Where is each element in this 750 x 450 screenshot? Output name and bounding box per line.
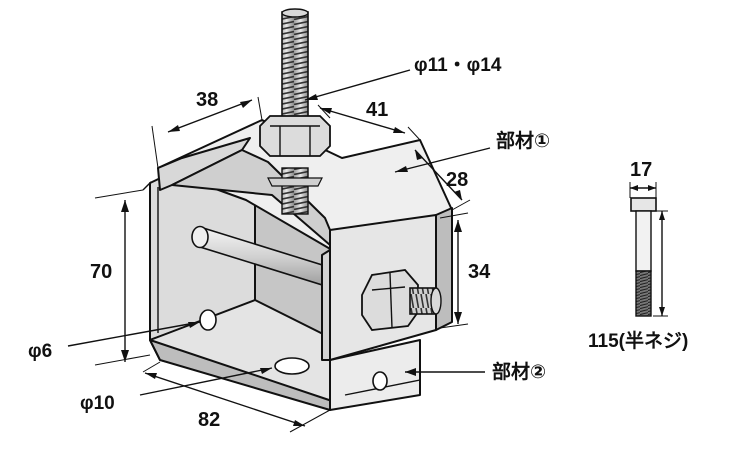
hood-inner-strip [321, 249, 331, 361]
label-rod-diameter: φ11・φ14 [414, 55, 502, 76]
hole-side [372, 371, 388, 391]
bolt-head [630, 197, 657, 212]
label-bolt-head-17: 17 [630, 159, 653, 181]
rod-upper [281, 11, 309, 131]
bolt-thread [635, 270, 652, 317]
label-hole-phi10: φ10 [80, 393, 115, 414]
label-depth-28: 28 [446, 169, 469, 191]
label-hole-phi6: φ6 [28, 341, 53, 362]
label-member-2: 部材② [492, 362, 547, 383]
label-depth-41: 41 [366, 99, 389, 121]
dimension-lines [67, 69, 491, 433]
threaded-rod [259, 8, 331, 215]
label-bolt-length: 115(半ネジ) [588, 331, 689, 352]
label-width-82: 82 [198, 409, 221, 431]
hole-phi10 [274, 357, 310, 375]
rod-nut [259, 115, 331, 157]
label-member-1: 部材① [496, 131, 551, 152]
label-height-70: 70 [90, 261, 113, 283]
label-side-height-34: 34 [468, 261, 491, 283]
rod-lower [281, 167, 309, 215]
bolt-shank [635, 210, 652, 272]
bolt-detail [629, 182, 668, 317]
side-bolt [361, 269, 442, 331]
hole-phi6 [199, 309, 217, 331]
cross-pin [191, 225, 333, 290]
label-width-38: 38 [196, 89, 219, 111]
